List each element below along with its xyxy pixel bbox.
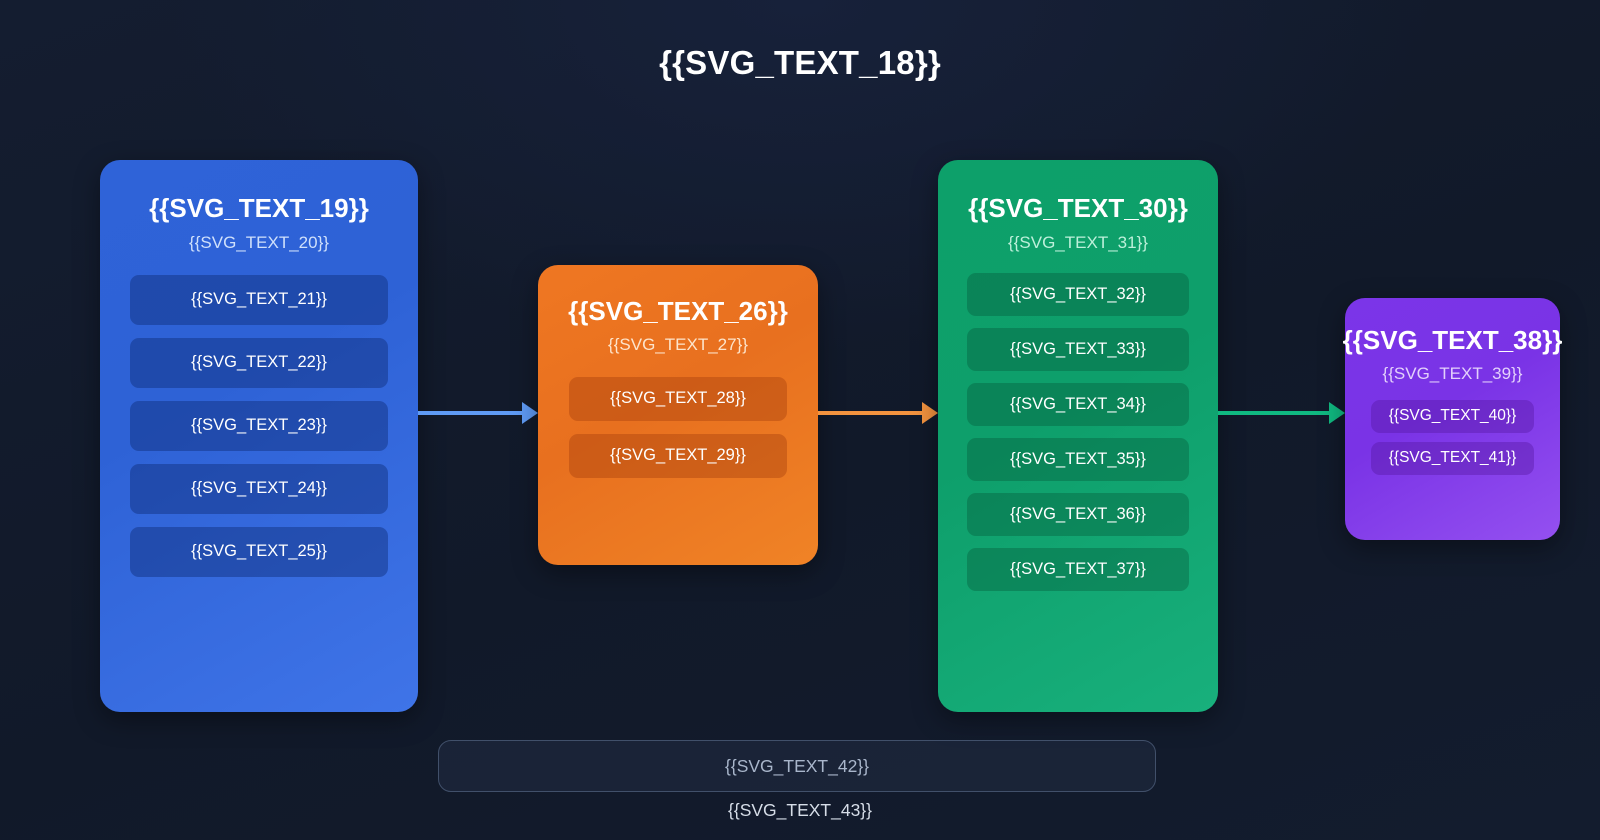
stage-card-analytics-item-list: {{SVG_TEXT_32}} {{SVG_TEXT_33}} {{SVG_TE…	[938, 272, 1218, 591]
stage-card-analytics[interactable]: {{SVG_TEXT_30}} {{SVG_TEXT_31}} {{SVG_TE…	[938, 160, 1218, 712]
stage-card-analytics-title: {{SVG_TEXT_30}}	[968, 193, 1188, 223]
stage-card-processing[interactable]: {{SVG_TEXT_26}} {{SVG_TEXT_27}} {{SVG_TE…	[538, 265, 818, 565]
arrow-analytics-to-delivery-icon	[1218, 398, 1345, 428]
list-item[interactable]: {{SVG_TEXT_41}}	[1371, 441, 1534, 475]
list-item[interactable]: {{SVG_TEXT_35}}	[967, 437, 1189, 481]
list-item[interactable]: {{SVG_TEXT_37}}	[967, 547, 1189, 591]
list-item[interactable]: {{SVG_TEXT_29}}	[569, 433, 787, 478]
list-item[interactable]: {{SVG_TEXT_36}}	[967, 492, 1189, 536]
list-item[interactable]: {{SVG_TEXT_22}}	[130, 337, 388, 388]
footer-banner-text: {{SVG_TEXT_42}}	[725, 755, 869, 776]
footer-banner: {{SVG_TEXT_42}}	[438, 740, 1156, 792]
stage-card-sources[interactable]: {{SVG_TEXT_19}} {{SVG_TEXT_20}} {{SVG_TE…	[100, 160, 418, 712]
arrow-line	[418, 411, 522, 415]
stage-card-delivery-item-list: {{SVG_TEXT_40}} {{SVG_TEXT_41}}	[1345, 399, 1560, 475]
arrow-line	[1218, 411, 1329, 415]
page-title: {{SVG_TEXT_18}}	[659, 44, 941, 81]
stage-card-sources-title: {{SVG_TEXT_19}}	[149, 193, 369, 223]
arrow-sources-to-processing-icon	[418, 398, 538, 428]
arrow-head	[522, 402, 538, 424]
stage-card-processing-item-list: {{SVG_TEXT_28}} {{SVG_TEXT_29}}	[538, 376, 818, 478]
footer-caption: {{SVG_TEXT_43}}	[728, 800, 872, 820]
list-item[interactable]: {{SVG_TEXT_24}}	[130, 463, 388, 514]
stage-card-delivery[interactable]: {{SVG_TEXT_38}} {{SVG_TEXT_39}} {{SVG_TE…	[1342, 298, 1563, 540]
list-item[interactable]: {{SVG_TEXT_21}}	[130, 274, 388, 325]
list-item[interactable]: {{SVG_TEXT_28}}	[569, 376, 787, 421]
list-item[interactable]: {{SVG_TEXT_33}}	[967, 327, 1189, 371]
list-item[interactable]: {{SVG_TEXT_25}}	[130, 526, 388, 577]
arrow-head	[1329, 402, 1345, 424]
arrow-processing-to-analytics-icon	[818, 398, 938, 428]
list-item[interactable]: {{SVG_TEXT_40}}	[1371, 399, 1534, 433]
stage-card-processing-subtitle: {{SVG_TEXT_27}}	[608, 334, 748, 354]
list-item[interactable]: {{SVG_TEXT_32}}	[967, 272, 1189, 316]
list-item[interactable]: {{SVG_TEXT_23}}	[130, 400, 388, 451]
list-item[interactable]: {{SVG_TEXT_34}}	[967, 382, 1189, 426]
stage-card-delivery-title: {{SVG_TEXT_38}}	[1342, 325, 1563, 355]
stage-card-sources-item-list: {{SVG_TEXT_21}} {{SVG_TEXT_22}} {{SVG_TE…	[100, 274, 418, 577]
stage-card-analytics-subtitle: {{SVG_TEXT_31}}	[1008, 232, 1148, 252]
arrow-line	[818, 411, 922, 415]
stage-card-delivery-subtitle: {{SVG_TEXT_39}}	[1382, 363, 1523, 383]
arrow-head	[922, 402, 938, 424]
stage-card-processing-title: {{SVG_TEXT_26}}	[568, 296, 788, 326]
stage-card-sources-subtitle: {{SVG_TEXT_20}}	[189, 232, 329, 252]
